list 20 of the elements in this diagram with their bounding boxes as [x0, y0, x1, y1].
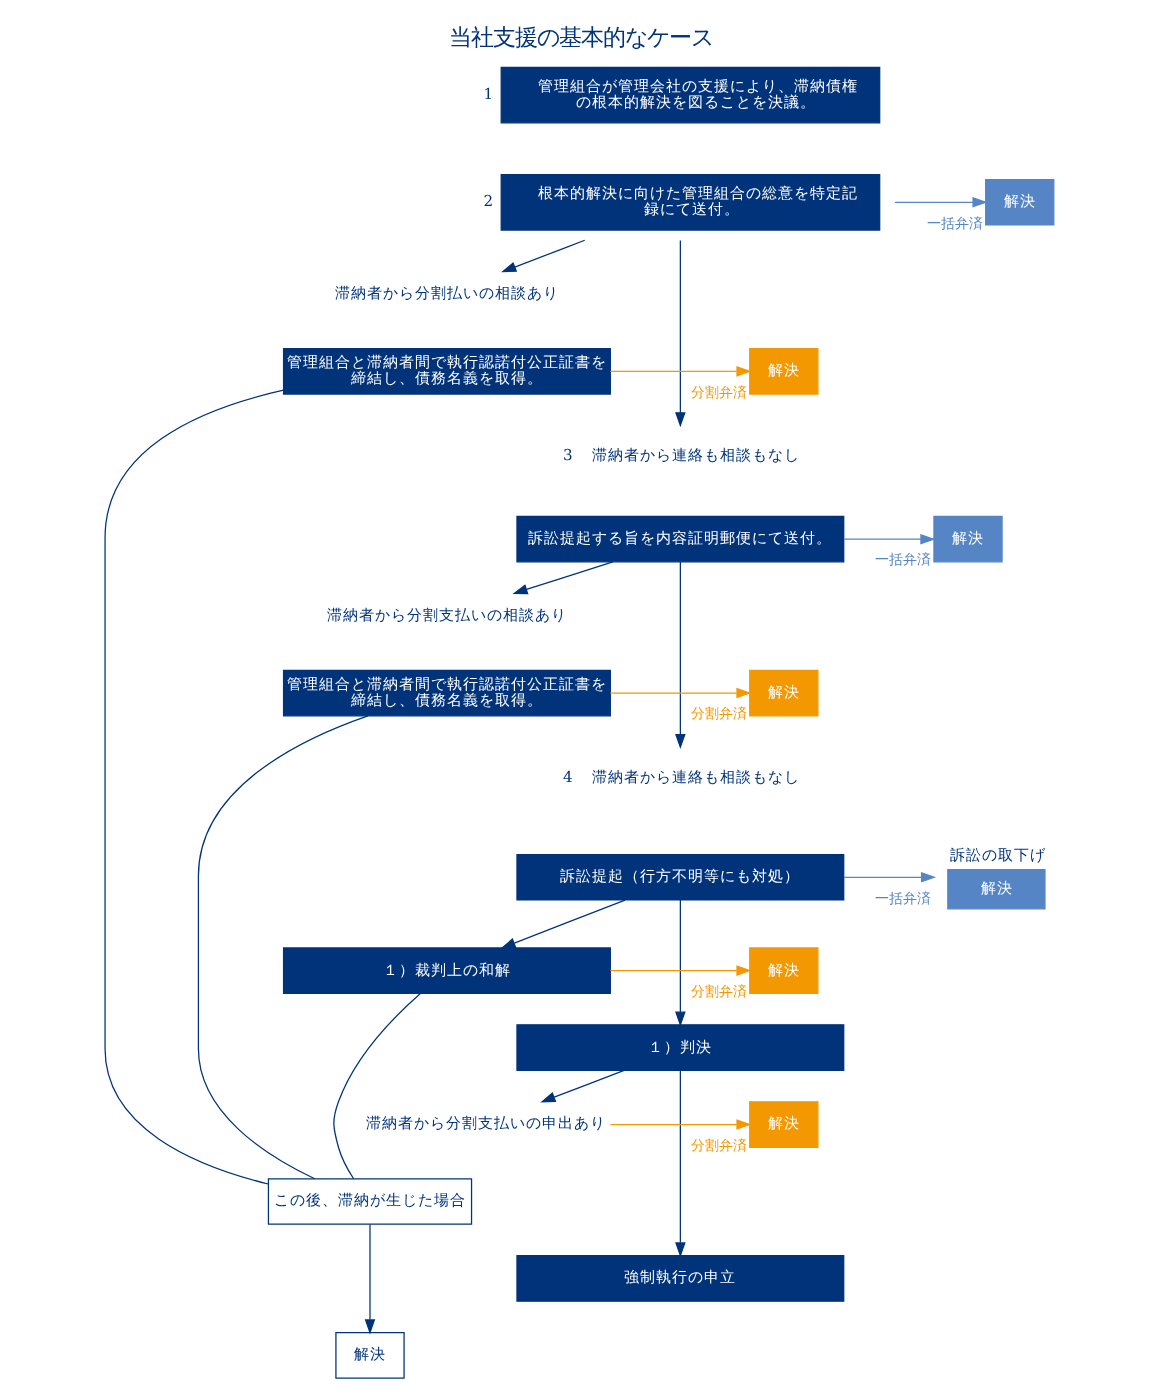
- connector: [196, 715, 368, 1180]
- arrow: [674, 1069, 685, 1258]
- arrow: [511, 561, 613, 595]
- arrow: [674, 239, 685, 428]
- arrow: [674, 561, 685, 750]
- arrow: [539, 1069, 624, 1103]
- arrow: [608, 965, 751, 976]
- arrow: [674, 899, 685, 1027]
- connector: [103, 389, 284, 1185]
- arrow: [842, 871, 936, 883]
- arrow: [363, 1223, 375, 1335]
- connector: [332, 992, 420, 1180]
- arrow: [842, 533, 935, 545]
- arrow: [608, 1119, 751, 1130]
- arrow: [500, 239, 585, 273]
- arrow: [893, 197, 987, 208]
- diagram-title: 当社支援の基本的なケース: [448, 23, 712, 52]
- arrow: [499, 899, 625, 949]
- arrow: [608, 687, 751, 699]
- arrow: [608, 366, 751, 377]
